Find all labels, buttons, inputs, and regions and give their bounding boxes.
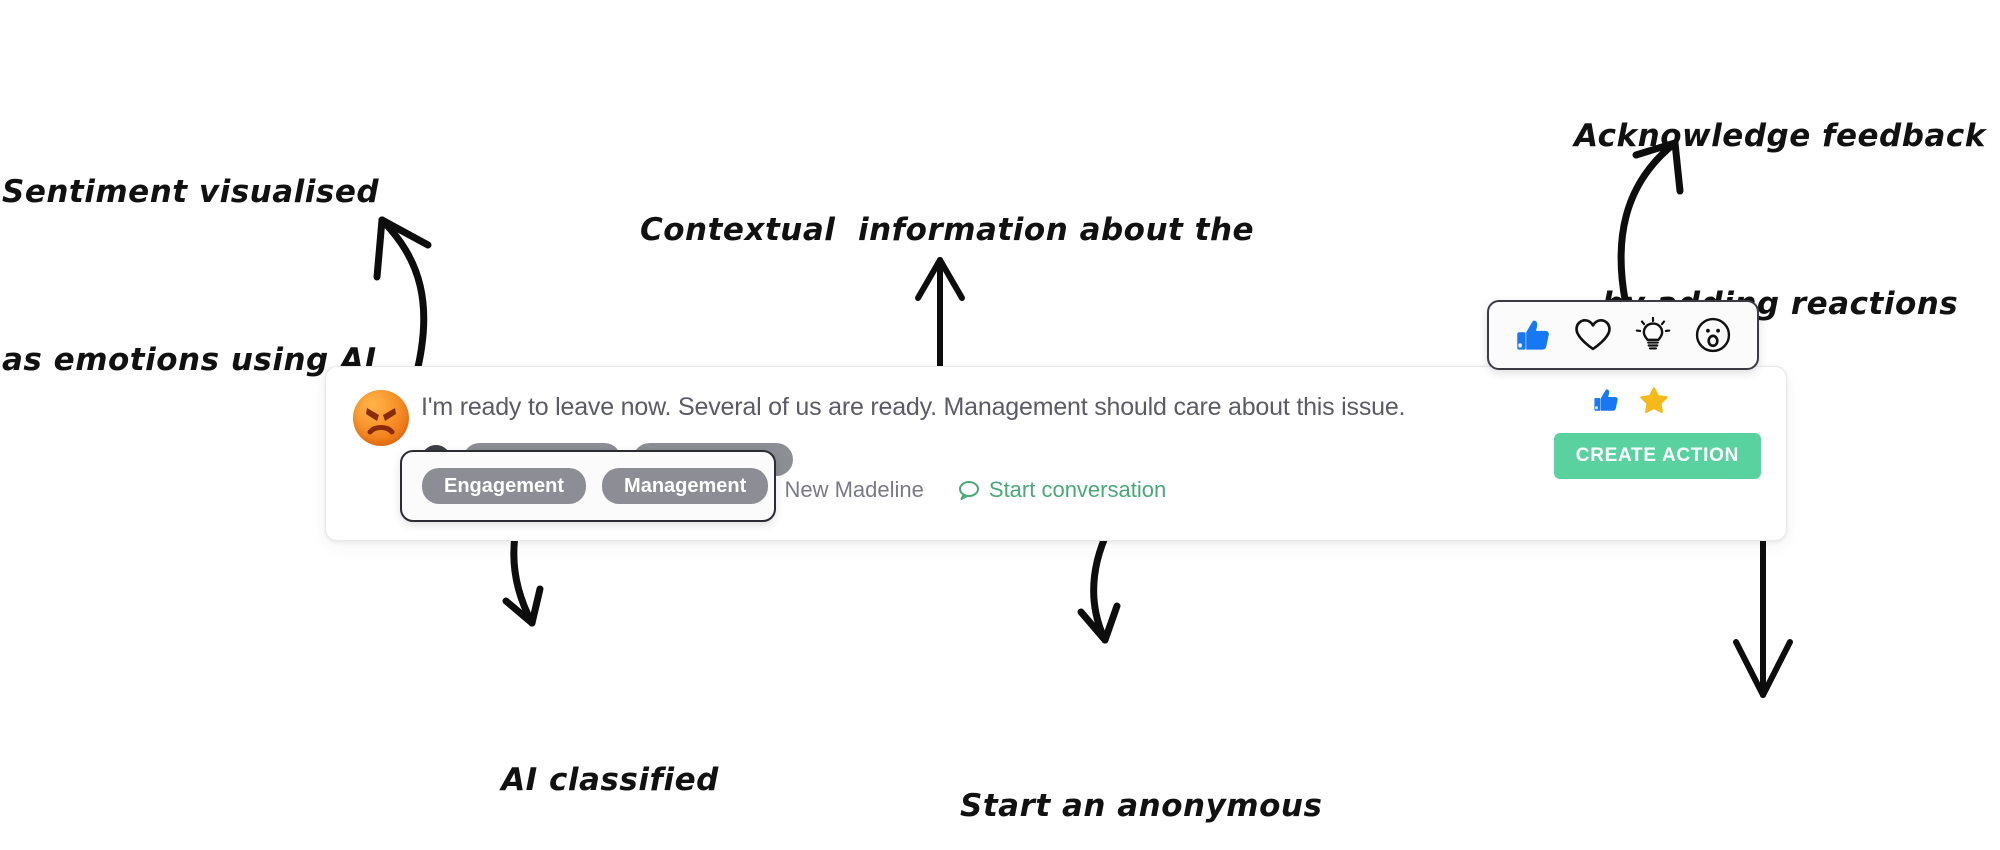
tooltip-driver-chip[interactable]: Management <box>602 468 769 504</box>
thumbs-up-icon[interactable] <box>1592 386 1620 414</box>
meta-location-label: New Madeline <box>784 477 924 502</box>
reaction-picker-popup <box>1487 300 1759 370</box>
tooltip-driver-chip[interactable]: Engagement <box>422 468 587 504</box>
annotation-conversation: Start an anonymous coversation <box>960 666 1323 850</box>
start-conversation-label: Start conversation <box>988 477 1167 502</box>
feedback-text: I'm ready to leave now. Several of us ar… <box>421 393 1406 421</box>
driver-labels-tooltip: Engagement Management <box>400 450 776 522</box>
reaction-thumbs-up-icon[interactable] <box>1514 316 1552 354</box>
meta-location: New Madeline <box>754 477 924 503</box>
annotation-line: as emotions using AI <box>2 342 377 378</box>
annotation-sentiment: Sentiment visualised as emotions using A… <box>2 52 380 500</box>
reaction-badges <box>1592 386 1668 414</box>
reaction-surprised-face-icon[interactable] <box>1694 316 1732 354</box>
annotation-line: Contextual information about the <box>640 212 1255 248</box>
star-icon[interactable] <box>1640 386 1668 414</box>
angry-face-emoji <box>353 390 409 446</box>
annotation-line: Start an anonymous <box>960 788 1323 824</box>
annotation-action: Initiate Action or Identify the status o… <box>1585 742 2000 850</box>
reaction-heart-icon[interactable] <box>1574 316 1612 354</box>
reaction-lightbulb-icon[interactable] <box>1634 316 1672 354</box>
start-conversation-link[interactable]: Start conversation <box>958 477 1166 503</box>
annotation-line: AI classified <box>501 762 719 798</box>
chat-icon <box>958 480 980 500</box>
annotation-drivers: AI classified driver labels <box>460 640 760 850</box>
annotation-line: Acknowledge feedback <box>1574 118 1986 154</box>
annotation-line: Sentiment visualised <box>2 174 380 210</box>
create-action-button[interactable]: CREATE ACTION <box>1553 433 1761 479</box>
